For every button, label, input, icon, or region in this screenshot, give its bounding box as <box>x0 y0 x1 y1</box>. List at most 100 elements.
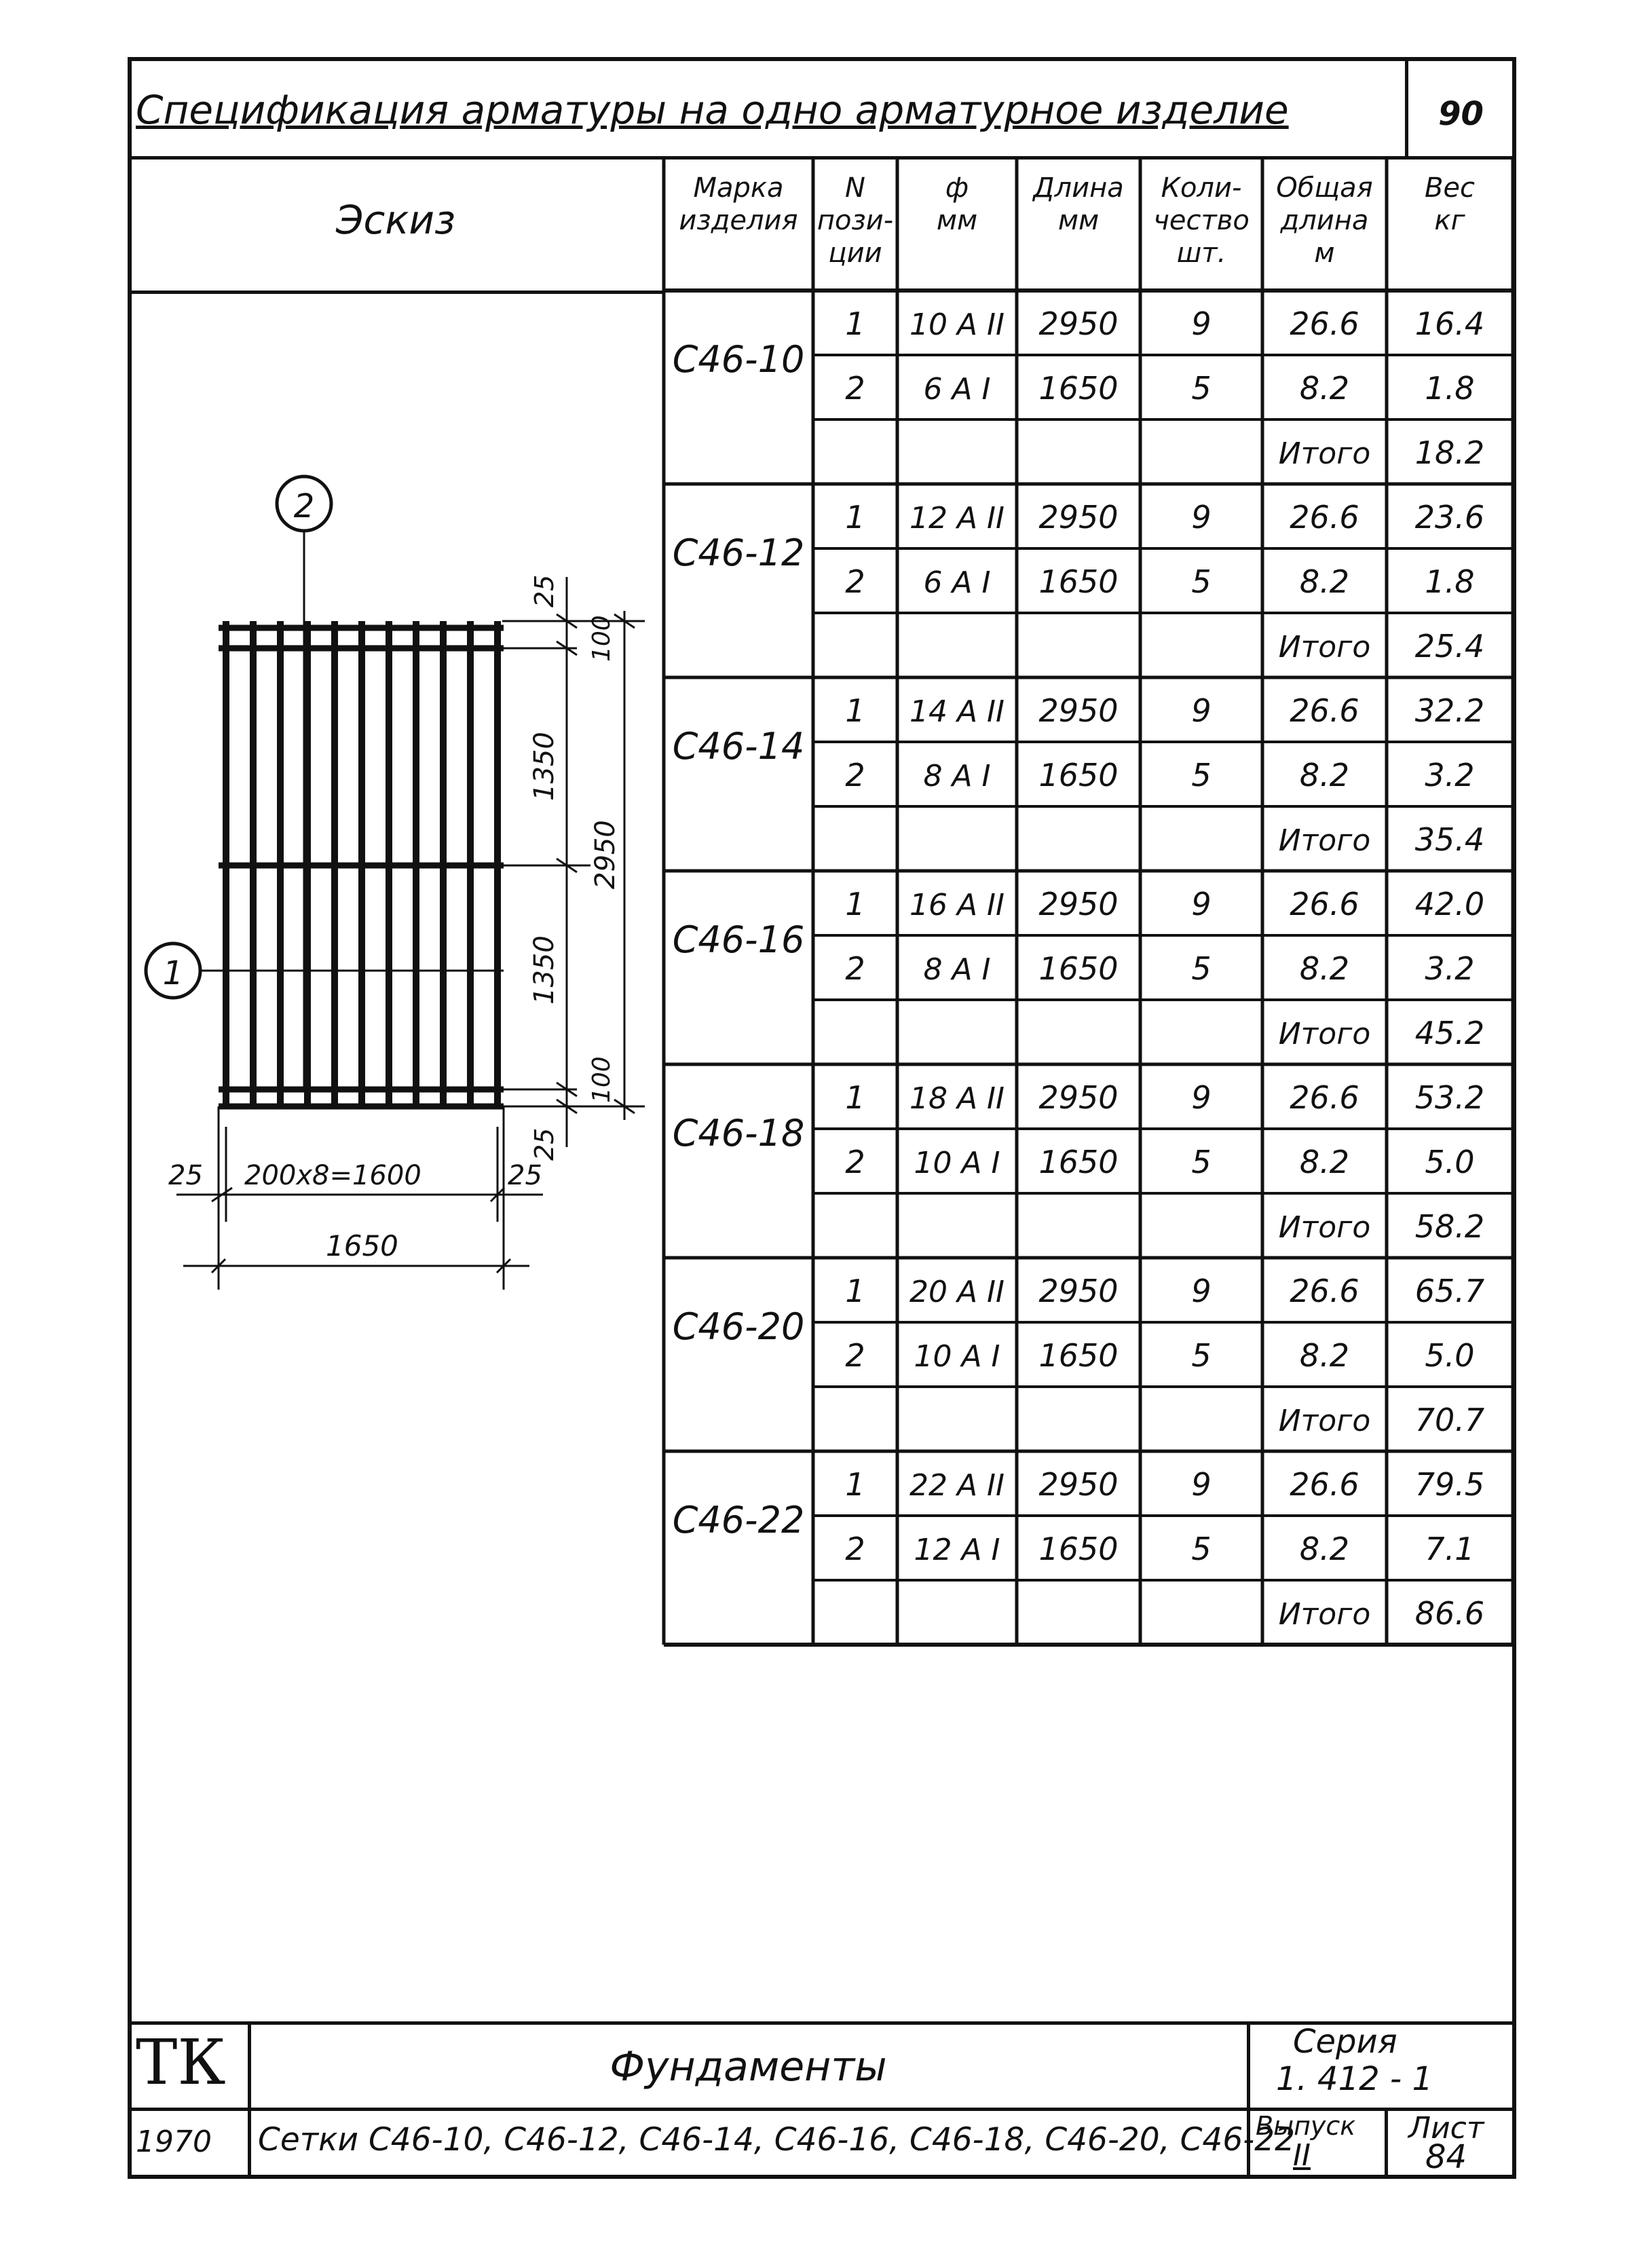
header-total-length: Общая <box>1276 172 1372 204</box>
bar-quantity: 9 <box>1191 886 1211 922</box>
sum-label: Итого <box>1279 1404 1371 1438</box>
bar-quantity: 9 <box>1191 1273 1211 1309</box>
dim-25-bottom: 25 <box>529 1128 559 1161</box>
bar-weight: 1.8 <box>1425 370 1474 407</box>
header-length: мм <box>1058 205 1099 236</box>
position-number: 2 <box>845 757 865 793</box>
page-number: 90 <box>1438 95 1484 133</box>
sum-label: Итого <box>1279 630 1371 665</box>
sum-weight: 58.2 <box>1415 1208 1484 1245</box>
sum-weight: 18.2 <box>1415 434 1484 471</box>
sum-weight: 25.4 <box>1415 628 1484 665</box>
issue-value: II <box>1293 2138 1311 2173</box>
dim-1600: 200x8=1600 <box>244 1160 421 1191</box>
project-name: Фундаменты <box>609 2043 887 2091</box>
header-mark: изделия <box>679 205 797 236</box>
position-number: 1 <box>845 1079 865 1116</box>
transverse-bars <box>219 624 504 1110</box>
dim-1350-a: 1350 <box>529 732 560 801</box>
bar-diameter: 12 А I <box>914 1533 1000 1567</box>
dim-100-bottom: 100 <box>588 1056 616 1103</box>
sum-weight: 70.7 <box>1415 1402 1484 1438</box>
total-length: 26.6 <box>1290 692 1359 729</box>
header-mark: Марка <box>693 172 783 204</box>
product-mark: С46-10 <box>673 338 805 381</box>
bar-diameter: 6 А I <box>923 565 990 600</box>
bar-diameter: 18 А II <box>909 1081 1005 1116</box>
header-quantity: чество <box>1153 205 1250 236</box>
total-length: 8.2 <box>1300 950 1349 987</box>
sheet-label: Лист <box>1408 2111 1484 2146</box>
bar-weight: 3.2 <box>1425 757 1474 793</box>
position-number: 1 <box>845 886 865 922</box>
bar-length: 1650 <box>1038 370 1118 407</box>
total-length: 26.6 <box>1290 1079 1359 1116</box>
sum-label: Итого <box>1279 436 1371 471</box>
position-number: 1 <box>845 305 865 342</box>
bar-weight: 1.8 <box>1425 563 1474 600</box>
bar-length: 2950 <box>1038 499 1118 536</box>
product-mark: С46-16 <box>673 918 805 961</box>
page-title: Спецификация арматуры на одно арматурное… <box>136 87 1289 133</box>
description: Сетки С46-10, С46-12, С46-14, С46-16, С4… <box>258 2121 1295 2158</box>
title-separator <box>1405 57 1408 159</box>
product-mark: С46-18 <box>673 1112 805 1155</box>
header-weight: Вес <box>1425 172 1475 204</box>
bar-length: 1650 <box>1038 1337 1118 1374</box>
header-diameter: ф <box>945 172 969 204</box>
bar-diameter: 12 А II <box>909 501 1005 536</box>
position-number: 2 <box>845 1144 865 1180</box>
sketch-heading: Эскиз <box>336 197 455 243</box>
header-position: ции <box>828 238 882 269</box>
bar-length: 2950 <box>1038 692 1118 729</box>
sum-weight: 86.6 <box>1415 1595 1484 1632</box>
bar-weight: 5.0 <box>1425 1144 1474 1180</box>
bar-quantity: 5 <box>1191 1144 1211 1180</box>
bar-weight: 65.7 <box>1415 1273 1484 1309</box>
bar-weight: 5.0 <box>1425 1337 1474 1374</box>
total-length: 8.2 <box>1300 370 1349 407</box>
mesh-sketch: 2 1 25 100 1350 2950 1350 100 25 25 200x… <box>144 474 645 1290</box>
bar-length: 2950 <box>1038 886 1118 922</box>
logo: ТК <box>136 2026 226 2099</box>
bar-quantity: 5 <box>1191 950 1211 987</box>
bar-diameter: 16 А II <box>909 888 1005 922</box>
position-number: 1 <box>845 692 865 729</box>
bar-diameter: 10 А II <box>909 307 1005 342</box>
bar-diameter: 10 А I <box>914 1146 1000 1180</box>
bar-quantity: 5 <box>1191 1337 1211 1374</box>
bar-length: 1650 <box>1038 950 1118 987</box>
sum-weight: 45.2 <box>1415 1015 1484 1051</box>
bar-quantity: 5 <box>1191 1531 1211 1567</box>
bar-weight: 7.1 <box>1425 1531 1474 1567</box>
dim-1350-b: 1350 <box>529 935 560 1005</box>
bar-diameter: 14 А II <box>909 694 1005 729</box>
total-length: 26.6 <box>1290 1466 1359 1503</box>
header-position: пози- <box>817 205 893 236</box>
bar-weight: 16.4 <box>1415 305 1484 342</box>
callout-2-label: 2 <box>294 487 315 525</box>
bar-quantity: 9 <box>1191 1466 1211 1503</box>
product-mark: С46-20 <box>673 1305 805 1348</box>
position-number: 2 <box>845 1337 865 1374</box>
header-length: Длина <box>1032 172 1123 204</box>
product-mark: С46-22 <box>673 1499 805 1541</box>
bar-diameter: 22 А II <box>909 1468 1005 1503</box>
bar-length: 1650 <box>1038 757 1118 793</box>
bar-weight: 23.6 <box>1415 499 1484 536</box>
total-length: 26.6 <box>1290 305 1359 342</box>
position-number: 1 <box>845 499 865 536</box>
header-quantity: Коли- <box>1161 172 1242 204</box>
issue-label: Выпуск <box>1256 2111 1356 2141</box>
bar-length: 1650 <box>1038 1144 1118 1180</box>
title-rule <box>128 156 1516 160</box>
bar-length: 2950 <box>1038 1273 1118 1309</box>
bar-quantity: 9 <box>1191 499 1211 536</box>
bar-weight: 42.0 <box>1415 886 1484 922</box>
bar-diameter: 10 А I <box>914 1339 1000 1374</box>
position-number: 2 <box>845 950 865 987</box>
total-length: 8.2 <box>1300 1531 1349 1567</box>
title-block-mid <box>128 2108 1516 2111</box>
total-length: 26.6 <box>1290 499 1359 536</box>
